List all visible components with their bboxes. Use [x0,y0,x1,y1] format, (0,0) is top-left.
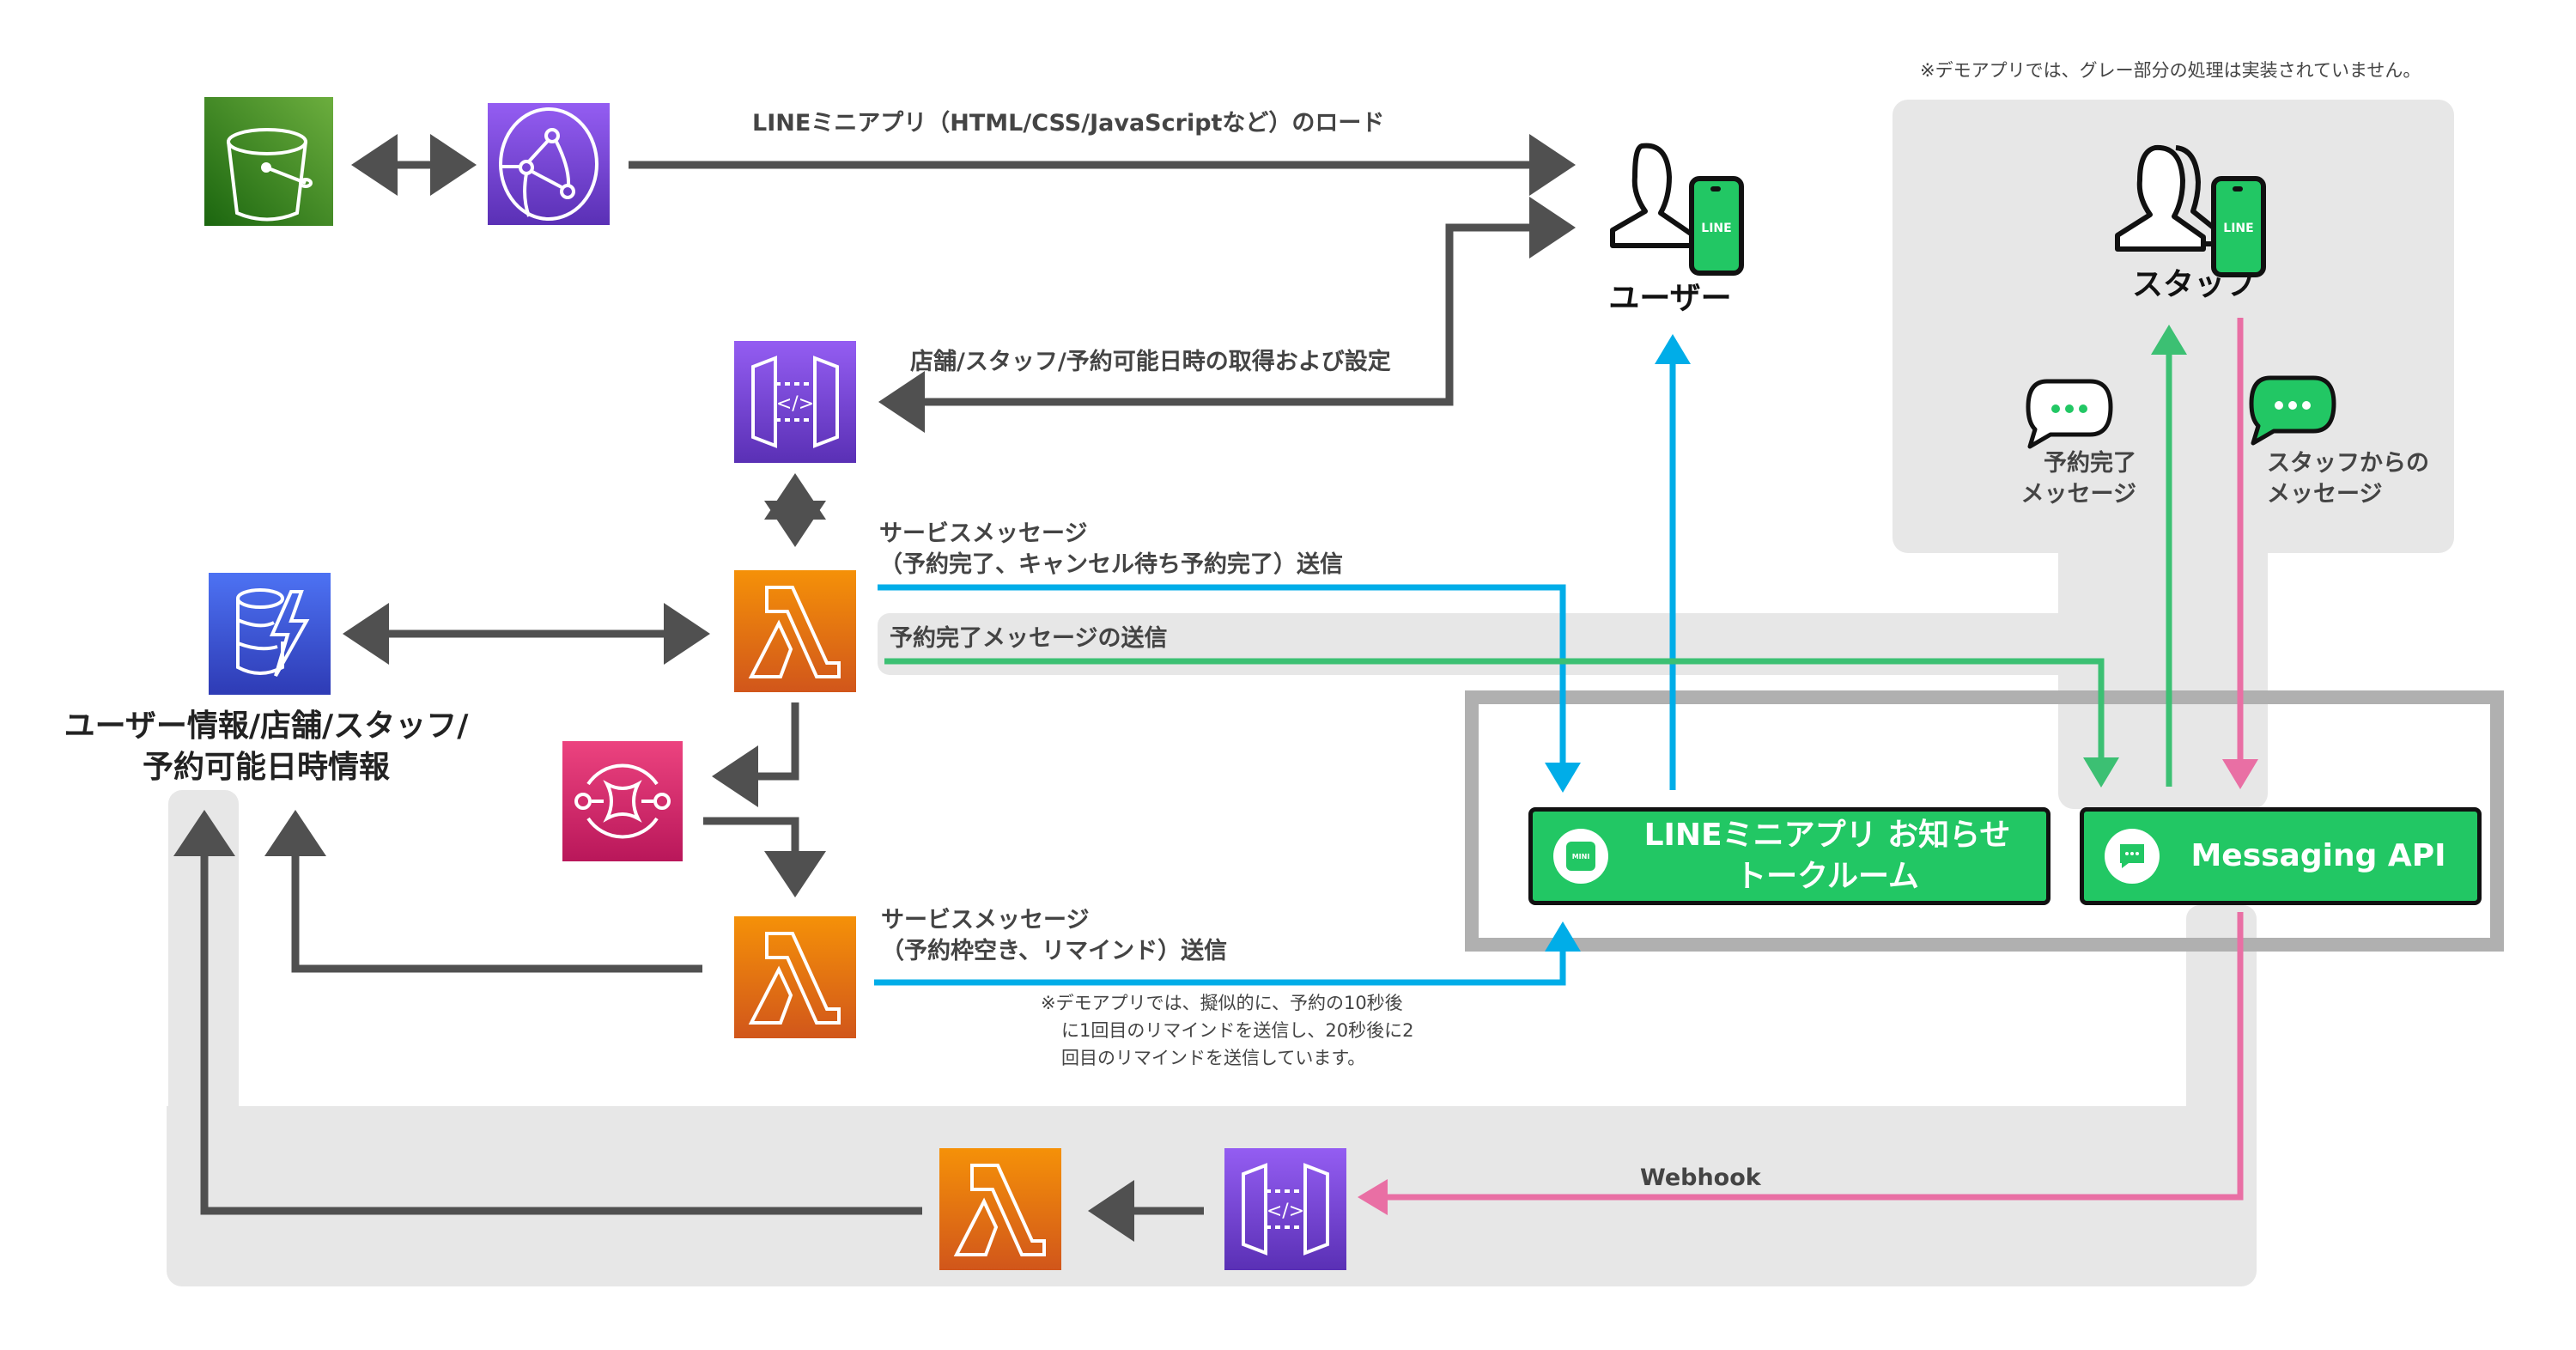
chat-bubble-green-icon [2245,371,2341,453]
arrow-reservation-msg [884,658,2119,788]
arrow-lambda-sqs [712,702,799,807]
sqs-icon [562,741,683,861]
dynamodb-icon [209,573,331,695]
api-gateway-icon: </> [1224,1148,1346,1270]
arrow-webhook [1358,912,2244,1215]
edge-label-service-msg-2: サービスメッセージ （予約枠空き、リマインド）送信 [881,907,1228,964]
reminder-note: ※デモアプリでは、擬似的に、予約の10秒後 に1回目のリマインドを送信し、20秒… [1041,993,1414,1068]
line-mini-icon: MINI [1553,829,1608,884]
edge-label-load: LINEミニアプリ（HTML/CSS/JavaScriptなど）のロード [752,110,1385,137]
notice-talk-room-box: MINI LINEミニアプリ お知らせ トークルーム [1528,807,2050,905]
arrow-apigw-user [878,197,1576,433]
s3-bucket-icon [204,97,333,226]
not-implemented-note: ※デモアプリでは、グレー部分の処理は実装されていません。 [1920,60,2421,81]
svg-text:</>: </> [776,393,814,415]
arrow-service-msg-1 [878,584,1581,793]
lambda-icon [734,916,856,1038]
bubble-staff-label: スタッフからの メッセージ [2267,450,2429,508]
arrow-webhook-lambda-dynamodb [173,810,922,1215]
staff-phone-line-text: LINE [2223,222,2253,235]
edge-label-webhook: Webhook [1640,1165,1761,1191]
notice-talk-room-label: LINEミニアプリ お知らせ トークルーム [1643,818,2011,894]
staff-icon: LINE [2107,143,2279,280]
lambda-icon [734,570,856,692]
api-gateway-icon: </> [734,341,856,463]
staff-label: スタッフ [2131,267,2256,302]
chat-bubble-icon [2105,829,2160,884]
messaging-api-box: Messaging API [2080,807,2482,905]
bubble-complete-label: 予約完了 メッセージ [2020,450,2136,508]
lambda-icon [939,1148,1061,1270]
line-platform-frame [1465,690,2504,952]
edge-label-reservation-msg: 予約完了メッセージの送信 [890,625,1168,652]
user-icon: LINE [1607,139,1753,277]
reservation-msg-gray-band [878,613,2080,675]
user-phone-line-text: LINE [1701,222,1731,235]
user-label: ユーザー [1608,281,1732,316]
chat-bubble-white-icon [2021,374,2117,457]
cloudfront-icon [488,103,610,225]
edge-label-settings: 店舗/スタッフ/予約可能日時の取得および設定 [910,349,1391,375]
arrow-sqs-lambda [703,817,826,897]
dynamodb-label: ユーザー情報/店舗/スタッフ/ 予約可能日時情報 [64,708,469,785]
edge-label-service-msg-1: サービスメッセージ （予約完了、キャンセル待ち予約完了）送信 [879,520,1343,578]
svg-text:</>: </> [1267,1201,1304,1222]
messaging-api-label: Messaging API [2190,838,2446,873]
arrow-service-msg-2 [874,921,1581,986]
arrow-lambda-dynamodb [264,810,702,973]
